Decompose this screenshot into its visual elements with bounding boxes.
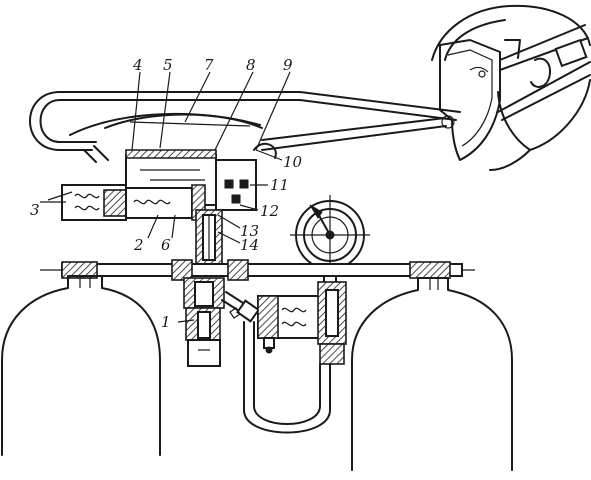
label-7: 7 [204,56,214,74]
label-10: 10 [283,153,303,171]
valve-housing [40,149,257,266]
reducer-unit [257,281,347,365]
right-cylinder [351,277,513,471]
label-6: 6 [161,236,171,254]
label-4: 4 [132,56,143,74]
label-3: 3 [30,201,40,219]
label-8: 8 [246,56,256,74]
manifold-bar [40,259,475,281]
head-with-mask [431,4,591,171]
shutoff-valve [183,277,260,367]
breathing-hose [29,91,461,163]
label-9: 9 [283,56,293,74]
label-2: 2 [133,236,144,254]
callout-labels: 1 2 3 4 5 6 7 8 9 10 11 12 13 14 [30,56,303,331]
label-12: 12 [260,202,279,220]
label-14: 14 [240,236,259,254]
u-tube [243,321,331,434]
label-5: 5 [163,56,173,74]
label-13: 13 [240,222,259,240]
label-1: 1 [161,313,171,331]
leader-lines [47,71,291,323]
left-cylinder [1,275,161,456]
label-11: 11 [270,176,289,194]
